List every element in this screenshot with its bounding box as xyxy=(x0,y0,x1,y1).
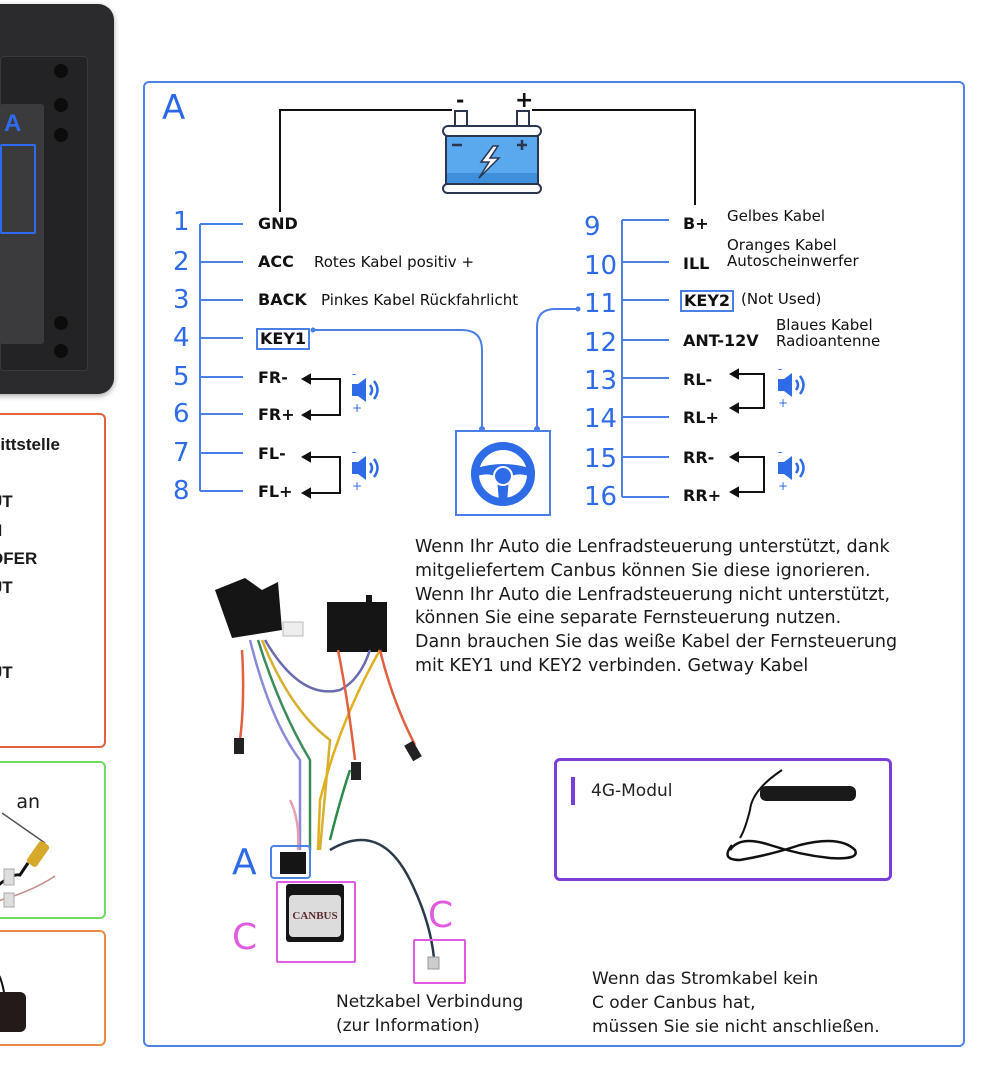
speaker-plus-mark: + xyxy=(352,479,363,493)
pin-label-back: BACK xyxy=(258,290,307,309)
pin-number: 6 xyxy=(173,399,190,429)
speaker-minus-mark: - xyxy=(778,445,783,459)
4g-module-label: 4G-Modul xyxy=(591,781,673,801)
steering-info-text: Wenn Ihr Auto die Lenfradsteuerung unter… xyxy=(415,537,898,676)
speaker-minus-mark: - xyxy=(352,367,357,381)
pin-number: 3 xyxy=(173,285,190,315)
pin-desc-back: Pinkes Kabel Rückfahrlicht xyxy=(321,291,519,309)
pin-number: 16 xyxy=(584,482,618,512)
speaker-minus-mark: - xyxy=(352,445,357,459)
screw-hole xyxy=(54,128,68,142)
interface-item: nittstelle xyxy=(0,435,60,454)
pin-label-ant: ANT-12V xyxy=(683,331,759,350)
screw-hole xyxy=(54,316,68,330)
interface-item: UT xyxy=(0,577,13,597)
power-connector-highlight xyxy=(413,939,466,984)
rca-cable-image xyxy=(0,812,56,908)
canbus-note: Wenn das Stromkabel kein C oder Canbus h… xyxy=(592,969,880,1037)
pin-number: 5 xyxy=(173,362,190,392)
connector-a-highlight xyxy=(270,845,311,879)
interface-item: 2 xyxy=(0,631,98,660)
pin-label-fr-minus: FR- xyxy=(258,368,288,387)
head-unit-back-photo: A xyxy=(0,4,114,394)
pin-label-rl-plus: RL+ xyxy=(683,408,719,427)
pin-label-rl-minus: RL- xyxy=(683,370,713,389)
camera-box-title: an xyxy=(16,791,40,813)
pin-label-gnd: GND xyxy=(258,214,298,233)
screw-hole xyxy=(54,344,68,358)
pin-desc-key2: (Not Used) xyxy=(741,290,822,308)
interface-item: L xyxy=(0,460,98,489)
camera-cable-box: an xyxy=(0,761,106,919)
pin-number: 11 xyxy=(584,289,618,319)
interface-item: N xyxy=(0,517,98,546)
gps-antenna-image xyxy=(0,975,26,1032)
pin-label-bplus: B+ xyxy=(683,214,709,233)
pin-desc-ill: Oranges Kabel Autoscheinwerfer xyxy=(727,236,859,270)
interface-item: UT xyxy=(0,663,13,682)
steering-wheel-icon xyxy=(471,442,535,506)
connector-c-letter: C xyxy=(232,917,258,958)
interface-list-box: nittstelle L UT N OFER UT 1 2 UT 1 xyxy=(0,413,106,748)
speaker-plus-mark: + xyxy=(778,479,789,493)
pin-label-rr-minus: RR- xyxy=(683,448,715,467)
pin-number: 9 xyxy=(584,212,601,242)
pin-number: 2 xyxy=(173,247,190,277)
antenna-box xyxy=(0,930,106,1046)
pin-label-fl-plus: FL+ xyxy=(258,482,293,501)
pin-number: 13 xyxy=(584,366,618,396)
speaker-plus-mark: + xyxy=(778,396,789,410)
pin-number: 10 xyxy=(584,251,618,281)
module-accent-bar xyxy=(571,777,575,805)
connector-c-letter: C xyxy=(428,895,454,936)
pin-label-fl-minus: FL- xyxy=(258,444,286,463)
wiring-diagram-frame xyxy=(143,81,965,1047)
power-cable-caption: Netzkabel Verbindung (zur Information) xyxy=(336,992,524,1036)
interface-list: nittstelle L UT N OFER UT 1 2 UT 1 xyxy=(0,431,104,717)
screw-hole xyxy=(54,64,68,78)
connector-a-letter: A xyxy=(232,842,257,883)
pin-desc-ant: Blaues Kabel Radioantenne xyxy=(776,316,881,350)
screw-hole xyxy=(54,98,68,112)
pin-label-key2: KEY2 xyxy=(680,290,735,312)
speaker-plus-mark: + xyxy=(352,401,363,415)
pin-number: 7 xyxy=(173,438,190,468)
interface-item: UT xyxy=(0,492,13,511)
pin-number: 15 xyxy=(584,444,618,474)
canbus-highlight xyxy=(276,881,356,963)
pin-label-ill: ILL xyxy=(683,254,710,273)
speaker-minus-mark: - xyxy=(778,362,783,376)
interface-item: 1 xyxy=(0,602,98,631)
pin-desc-bplus: Gelbes Kabel xyxy=(727,207,826,225)
section-letter: A xyxy=(162,88,186,128)
pin-desc-acc: Rotes Kabel positiv + xyxy=(314,253,475,271)
pin-label-fr-plus: FR+ xyxy=(258,405,295,424)
steering-control-box xyxy=(455,430,551,516)
pin-label-rr-plus: RR+ xyxy=(683,486,722,505)
port-highlight-letter: A xyxy=(4,110,22,137)
pin-label-acc: ACC xyxy=(258,252,294,271)
port-highlight-box xyxy=(0,144,36,234)
pin-number: 8 xyxy=(173,476,190,506)
4g-module-box: 4G-Modul xyxy=(554,758,892,881)
pin-number: 1 xyxy=(173,207,190,237)
canbus-label: CANBUS xyxy=(289,895,341,937)
interface-item: OFER xyxy=(0,549,38,568)
interface-item: 1 xyxy=(0,688,98,717)
pin-number: 4 xyxy=(173,323,190,353)
pin-number: 14 xyxy=(584,404,618,434)
pin-number: 12 xyxy=(584,328,618,358)
pin-label-key1: KEY1 xyxy=(256,328,311,350)
